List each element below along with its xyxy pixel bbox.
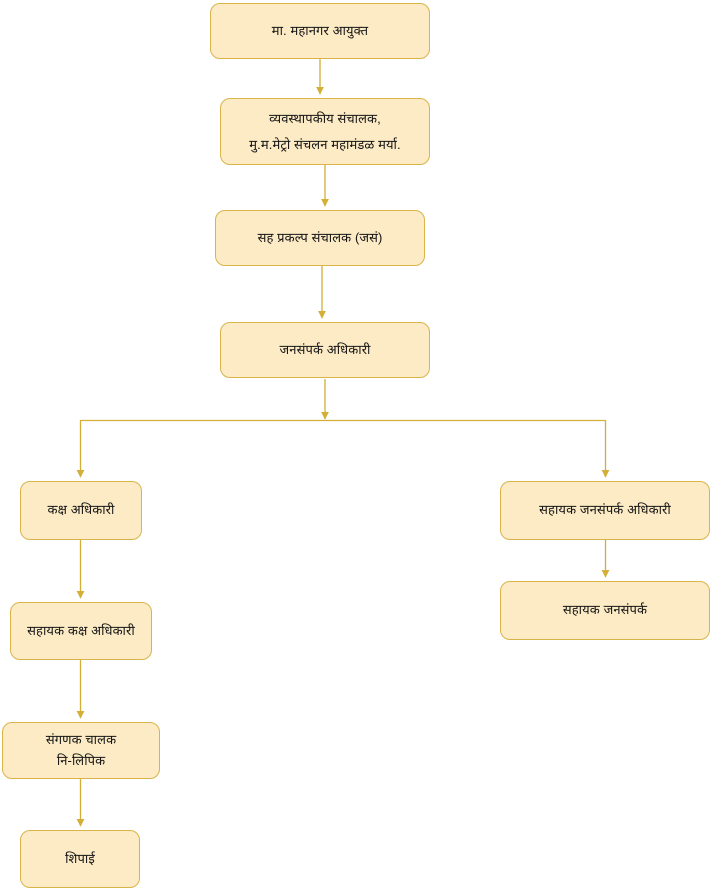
- node-joint-project-director[interactable]: सह प्रकल्प संचालक (जसं): [215, 210, 425, 266]
- node-peon[interactable]: शिपाई: [20, 830, 140, 888]
- node-label: मा. महानगर आयुक्त: [271, 22, 369, 38]
- node-label: सहायक कक्ष अधिकारी: [27, 622, 135, 638]
- node-label: जनसंपर्क अधिकारी: [279, 341, 371, 357]
- node-label: सहायक जनसंपर्क: [562, 602, 648, 618]
- node-label: कक्ष अधिकारी: [47, 502, 115, 518]
- node-label: सहायक जनसंपर्क अधिकारी: [539, 502, 671, 518]
- node-computer-operator-clerk[interactable]: संगणक चालक नि-लिपिक: [2, 722, 160, 779]
- node-label: संगणक चालक नि-लिपिक: [45, 732, 117, 768]
- node-label: व्यवस्थापकीय संचालक, मु.म.मेट्रो संचलन म…: [249, 110, 401, 152]
- node-commissioner[interactable]: मा. महानगर आयुक्त: [210, 3, 430, 59]
- node-section-officer[interactable]: कक्ष अधिकारी: [20, 481, 142, 540]
- node-managing-director[interactable]: व्यवस्थापकीय संचालक, मु.म.मेट्रो संचलन म…: [220, 98, 430, 165]
- node-label: शिपाई: [65, 850, 95, 866]
- node-assistant-public-relations-officer[interactable]: सहायक जनसंपर्क अधिकारी: [500, 481, 710, 540]
- node-assistant-public-relations[interactable]: सहायक जनसंपर्क: [500, 581, 710, 640]
- node-assistant-section-officer[interactable]: सहायक कक्ष अधिकारी: [10, 602, 152, 660]
- node-public-relations-officer[interactable]: जनसंपर्क अधिकारी: [220, 322, 430, 378]
- node-label: सह प्रकल्प संचालक (जसं): [257, 229, 383, 245]
